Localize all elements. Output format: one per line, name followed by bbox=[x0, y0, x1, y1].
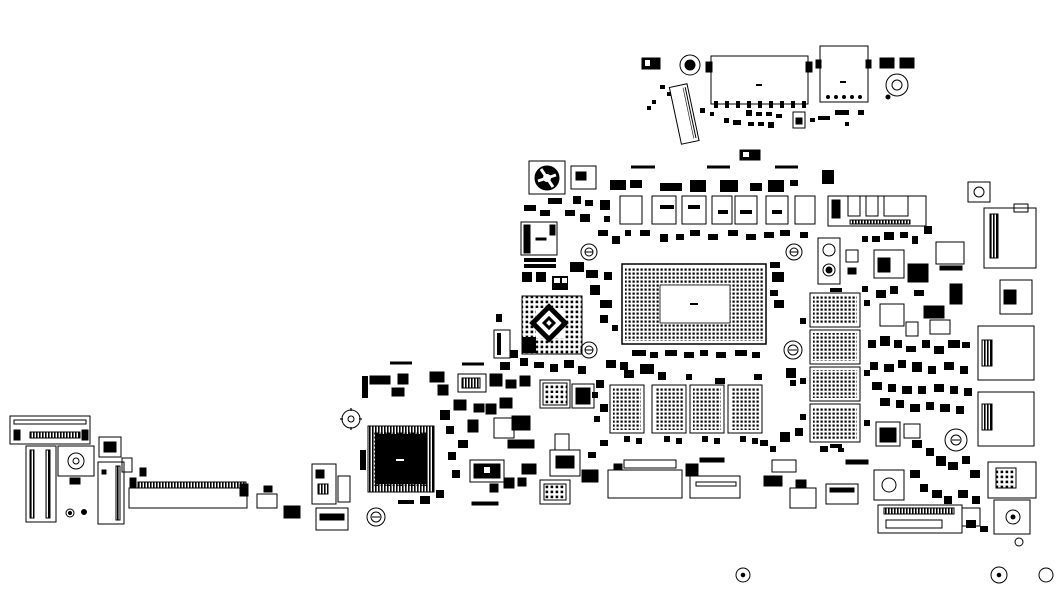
pch-chip bbox=[493, 295, 803, 360]
dimm-rows bbox=[780, 288, 870, 448]
smd-parts bbox=[420, 226, 988, 532]
top-io-cluster bbox=[641, 45, 915, 145]
bottom-left-connectors bbox=[9, 415, 351, 531]
upper-power-section bbox=[520, 149, 834, 295]
memory-chips bbox=[592, 364, 763, 444]
bottom-center-connectors bbox=[521, 433, 905, 509]
ec-qfp bbox=[340, 376, 454, 527]
left-mid-group bbox=[369, 361, 595, 506]
fiducials bbox=[735, 566, 1054, 584]
right-side-ports bbox=[877, 181, 1037, 547]
cpu-bga bbox=[600, 262, 784, 358]
right-mid-parts bbox=[817, 195, 963, 447]
